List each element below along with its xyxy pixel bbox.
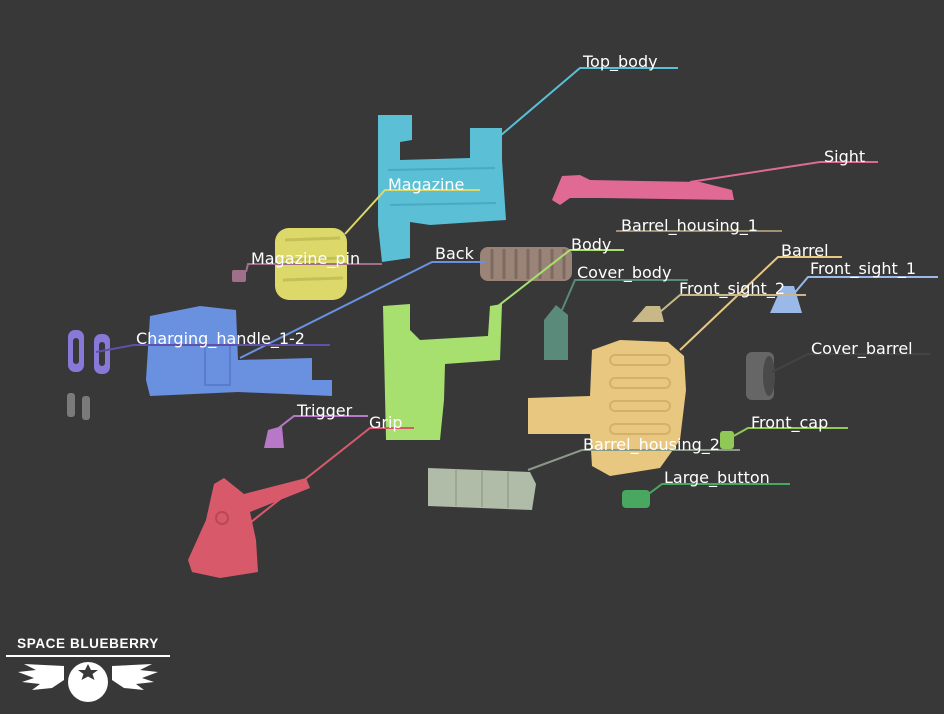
label-grip: Grip	[369, 413, 403, 432]
part-front-sight-2	[632, 306, 664, 322]
label-sight: Sight	[824, 147, 865, 166]
label-front-sight-1: Front_sight_1	[810, 259, 916, 279]
label-body: Body	[571, 235, 611, 254]
label-front-sight-2: Front_sight_2	[679, 279, 785, 299]
label-cover-body: Cover_body	[577, 263, 671, 283]
part-grip	[188, 478, 310, 578]
label-back: Back	[435, 244, 475, 263]
logo-wordmark: SPACE BLUEBERRY	[6, 636, 170, 651]
blueberry-logo-icon	[6, 652, 170, 702]
part-barrel	[528, 340, 686, 476]
leader-top-body	[500, 68, 678, 136]
part-cover-barrel	[746, 352, 775, 400]
label-front-cap: Front_cap	[751, 413, 828, 433]
label-magazine-pin: Magazine_pin	[251, 249, 360, 269]
leader-front-sight-1	[792, 277, 938, 296]
label-trigger: Trigger	[296, 401, 353, 420]
part-charging-handle	[68, 330, 110, 374]
part-back-plate	[146, 306, 332, 396]
label-magazine: Magazine	[388, 175, 464, 194]
part-small-pins	[67, 393, 90, 420]
label-top-body: Top_body	[582, 52, 658, 72]
part-cover-body	[544, 305, 568, 360]
part-magazine-pin	[232, 270, 246, 282]
label-barrel: Barrel	[781, 241, 829, 260]
part-back	[480, 247, 572, 281]
part-barrel-housing-2	[428, 468, 536, 510]
label-large-button: Large_button	[664, 468, 770, 488]
label-barrel-housing-2: Barrel_housing_2	[583, 435, 720, 455]
label-barrel-housing-1: Barrel_housing_1	[621, 216, 758, 236]
leader-lines	[96, 68, 938, 526]
part-trigger	[264, 426, 284, 448]
part-front-cap	[720, 431, 734, 449]
label-cover-barrel: Cover_barrel	[811, 339, 913, 359]
label-charging-handle: Charging_handle_1-2	[136, 329, 305, 349]
part-large-button	[622, 490, 650, 508]
